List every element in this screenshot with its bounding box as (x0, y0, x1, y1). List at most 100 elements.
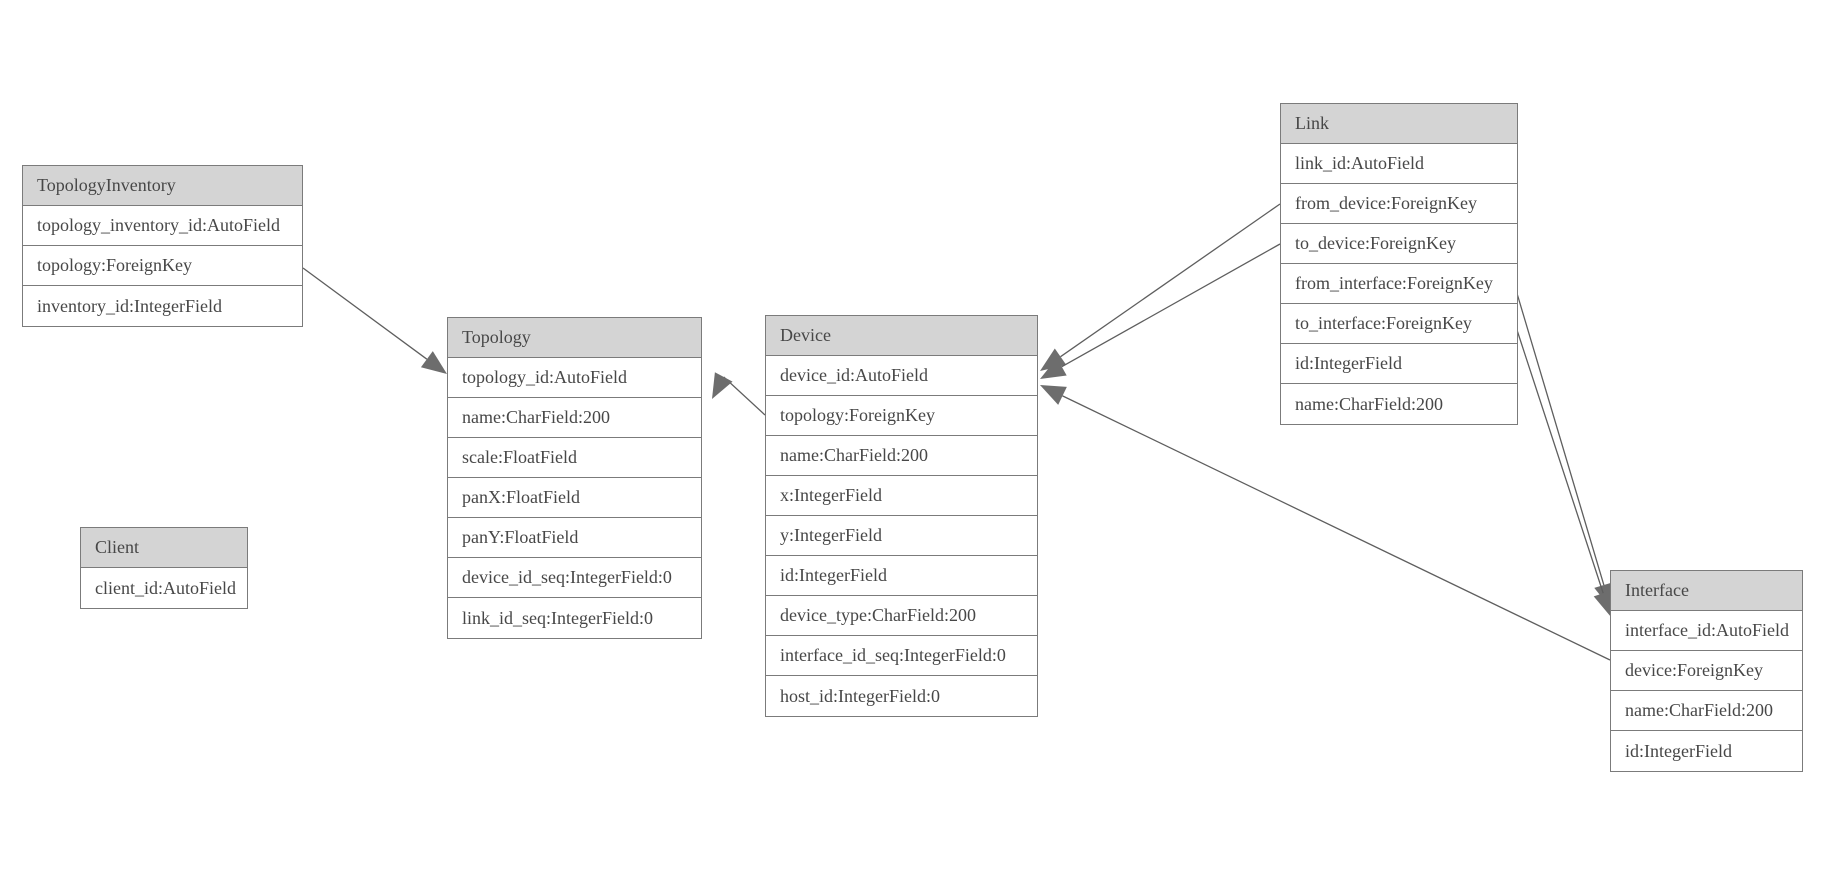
field-row: link_id:AutoField (1281, 144, 1517, 184)
entity-table-link: Link link_id:AutoField from_device:Foreig… (1280, 103, 1518, 425)
field-row: device_id_seq:IntegerField:0 (448, 558, 701, 598)
field-label: device_id:AutoField (780, 365, 928, 385)
entity-header: Client (81, 528, 247, 568)
field-label: panY:FloatField (462, 527, 579, 547)
edge-interface-device-to-device (1040, 385, 1611, 661)
arrowhead-icon (1040, 385, 1067, 405)
field-row: interface_id:AutoField (1611, 611, 1802, 651)
field-row: to_device:ForeignKey (1281, 224, 1517, 264)
relationship-line (1515, 326, 1604, 594)
field-row: from_interface:ForeignKey (1281, 264, 1517, 304)
relationship-line (1061, 243, 1281, 368)
field-row: y:IntegerField (766, 516, 1037, 556)
field-row: id:IntegerField (1281, 344, 1517, 384)
field-row: to_interface:ForeignKey (1281, 304, 1517, 344)
field-row: link_id_seq:IntegerField:0 (448, 598, 701, 638)
entity-title: Topology (462, 327, 531, 347)
arrowhead-icon (712, 372, 733, 399)
field-row: topology:ForeignKey (766, 396, 1037, 436)
field-label: topology:ForeignKey (780, 405, 935, 425)
field-row: device_id:AutoField (766, 356, 1037, 396)
entity-header: TopologyInventory (23, 166, 302, 206)
entity-header: Topology (448, 318, 701, 358)
entity-table-device: Device device_id:AutoField topology:Forei… (765, 315, 1038, 717)
field-row: inventory_id:IntegerField (23, 286, 302, 326)
entity-title: Link (1295, 113, 1329, 133)
field-label: to_interface:ForeignKey (1295, 313, 1472, 333)
arrowhead-icon (420, 351, 447, 374)
field-label: client_id:AutoField (95, 577, 236, 598)
entity-title: Device (780, 325, 831, 345)
field-label: device_type:CharField:200 (780, 605, 976, 625)
field-row: name:CharField:200 (766, 436, 1037, 476)
field-label: from_interface:ForeignKey (1295, 273, 1493, 293)
field-row: topology_id:AutoField (448, 358, 701, 398)
field-row: name:CharField:200 (448, 398, 701, 438)
field-label: to_device:ForeignKey (1295, 233, 1456, 253)
field-label: link_id:AutoField (1295, 153, 1425, 173)
field-label: name:CharField:200 (780, 445, 928, 465)
field-row: id:IntegerField (1611, 731, 1802, 771)
field-label: name:CharField:200 (462, 407, 610, 427)
relationship-line (723, 376, 766, 416)
field-label: name:CharField:200 (1295, 393, 1443, 414)
entity-table-topology: Topology topology_id:AutoField name:CharF… (447, 317, 702, 639)
field-row: name:CharField:200 (1281, 384, 1517, 424)
edge-link-from_device-to-device (1040, 203, 1281, 371)
field-label: interface_id:AutoField (1625, 620, 1789, 640)
edge-topologyinventory-topology-to-topology (302, 267, 447, 374)
field-label: topology_inventory_id:AutoField (37, 215, 280, 235)
field-row: x:IntegerField (766, 476, 1037, 516)
entity-header: Interface (1611, 571, 1802, 611)
field-row: interface_id_seq:IntegerField:0 (766, 636, 1037, 676)
edge-link-to_interface-to-interface (1515, 326, 1613, 617)
field-row: from_device:ForeignKey (1281, 184, 1517, 224)
field-label: name:CharField:200 (1625, 700, 1773, 720)
field-label: scale:FloatField (462, 447, 577, 467)
entity-title: Client (95, 537, 139, 557)
field-label: inventory_id:IntegerField (37, 295, 222, 316)
field-label: device:ForeignKey (1625, 660, 1763, 680)
arrowhead-icon (1040, 358, 1067, 379)
field-label: y:IntegerField (780, 525, 882, 545)
entity-table-client: Client client_id:AutoField (80, 527, 248, 609)
field-row: topology:ForeignKey (23, 246, 302, 286)
field-label: topology_id:AutoField (462, 367, 628, 387)
entity-title: Interface (1625, 580, 1689, 600)
field-row: host_id:IntegerField:0 (766, 676, 1037, 716)
field-label: id:IntegerField (780, 565, 887, 585)
relationship-line (302, 267, 428, 360)
field-label: from_device:ForeignKey (1295, 193, 1477, 213)
field-row: device:ForeignKey (1611, 651, 1802, 691)
field-label: topology:ForeignKey (37, 255, 192, 275)
field-label: host_id:IntegerField:0 (780, 685, 940, 706)
arrowhead-icon (1593, 590, 1613, 617)
field-label: device_id_seq:IntegerField:0 (462, 567, 672, 587)
field-label: interface_id_seq:IntegerField:0 (780, 645, 1006, 665)
relationship-line (1062, 395, 1611, 661)
entity-header: Link (1281, 104, 1517, 144)
field-label: id:IntegerField (1295, 353, 1402, 373)
field-row: topology_inventory_id:AutoField (23, 206, 302, 246)
field-row: scale:FloatField (448, 438, 701, 478)
field-row: device_type:CharField:200 (766, 596, 1037, 636)
field-label: link_id_seq:IntegerField:0 (462, 607, 653, 628)
entity-header: Device (766, 316, 1037, 356)
relationship-line (1060, 203, 1281, 358)
entity-table-interface: Interface interface_id:AutoField device:F… (1610, 570, 1803, 772)
field-row: client_id:AutoField (81, 568, 247, 608)
entity-table-topology-inventory: TopologyInventory topology_inventory_id:… (22, 165, 303, 327)
field-row: panX:FloatField (448, 478, 701, 518)
edge-device-topology-to-topology (712, 372, 766, 416)
field-row: name:CharField:200 (1611, 691, 1802, 731)
edge-link-from_interface-to-interface (1515, 289, 1614, 609)
field-row: id:IntegerField (766, 556, 1037, 596)
edge-link-to_device-to-device (1040, 243, 1281, 379)
entity-title: TopologyInventory (37, 175, 176, 195)
field-label: panX:FloatField (462, 487, 580, 507)
field-label: id:IntegerField (1625, 740, 1732, 761)
field-label: x:IntegerField (780, 485, 882, 505)
field-row: panY:FloatField (448, 518, 701, 558)
